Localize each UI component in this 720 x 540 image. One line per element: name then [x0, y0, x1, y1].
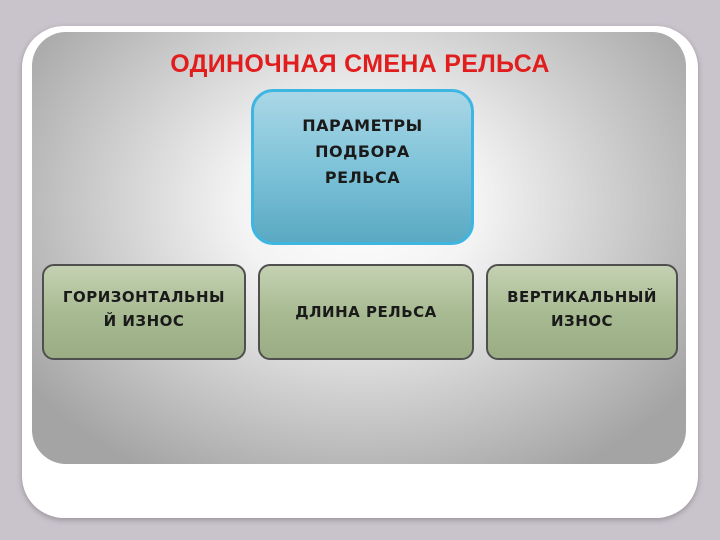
rail-length-box: ДЛИНА РЕЛЬСА — [258, 264, 474, 360]
horizontal-wear-box: ГОРИЗОНТАЛЬНЫ Й ИЗНОС — [42, 264, 246, 360]
slide-title: ОДИНОЧНАЯ СМЕНА РЕЛЬСА — [170, 50, 550, 78]
parameters-box: ПАРАМЕТРЫ ПОДБОРА РЕЛЬСА — [251, 89, 474, 245]
vertical-wear-box: ВЕРТИКАЛЬНЫЙ ИЗНОС — [486, 264, 678, 360]
